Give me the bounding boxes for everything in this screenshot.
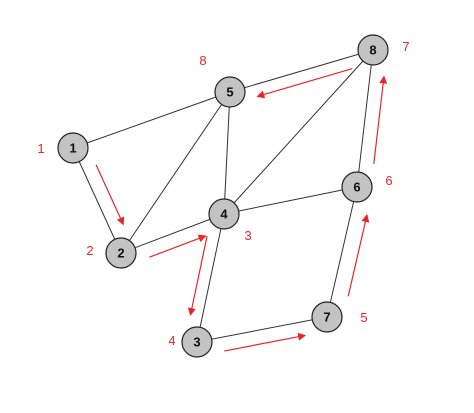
node-label-1: 1: [69, 141, 76, 156]
order-label-node-2: 2: [86, 243, 93, 258]
node-circle-6: [341, 171, 373, 203]
edge-6-8: [356, 49, 374, 188]
edge-4-8: [223, 49, 374, 215]
traversal-arrow-1-2: [95, 164, 125, 226]
edge-3-7: [196, 316, 328, 343]
traversal-arrow-3-7: [224, 332, 307, 352]
node-4: 4: [208, 198, 240, 230]
edge-1-5: [72, 91, 231, 149]
edge-2-4: [120, 213, 225, 254]
node-3: 3: [181, 326, 213, 358]
node-circle-8: [357, 34, 389, 66]
order-labels-layer: 1 2 3 4 5 6 7 8: [37, 39, 409, 348]
order-label-node-6: 6: [385, 173, 392, 188]
node-circle-5: [214, 76, 246, 108]
node-5: 5: [214, 76, 246, 108]
order-label-node-7: 5: [360, 310, 367, 325]
edge-7-6: [326, 186, 358, 318]
node-label-2: 2: [117, 246, 124, 261]
node-label-5: 5: [226, 85, 233, 100]
edge-4-3: [196, 213, 225, 343]
node-label-7: 7: [323, 310, 330, 325]
traversal-arrow-2-4: [149, 234, 207, 258]
traversal-arrow-6-8: [373, 75, 388, 164]
order-label-node-8: 7: [402, 39, 409, 54]
traversal-arrow-8-5: [256, 67, 353, 99]
edge-5-8: [229, 49, 374, 93]
node-8: 8: [357, 34, 389, 66]
node-circle-4: [208, 198, 240, 230]
edge-2-5: [120, 91, 231, 254]
node-7: 7: [311, 301, 343, 333]
node-2: 2: [105, 237, 137, 269]
order-label-node-4: 3: [244, 228, 251, 243]
nodes-layer: 1 2 3 4 5 6 7 8: [57, 34, 389, 358]
edge-1-2: [72, 147, 122, 254]
node-label-3: 3: [193, 335, 200, 350]
order-label-node-1: 1: [37, 141, 44, 156]
traversal-arrow-4-3: [187, 235, 208, 317]
node-6: 6: [341, 171, 373, 203]
traversal-arrow-7-6: [347, 213, 370, 297]
node-circle-1: [57, 132, 89, 164]
edge-4-5: [223, 91, 231, 215]
node-circle-3: [181, 326, 213, 358]
node-circle-2: [105, 237, 137, 269]
node-label-6: 6: [353, 180, 360, 195]
order-label-node-3: 4: [168, 333, 175, 348]
order-label-node-5: 8: [199, 53, 206, 68]
node-label-4: 4: [220, 207, 228, 222]
node-label-8: 8: [369, 43, 376, 58]
edges-layer: [72, 49, 374, 343]
arrows-layer: [95, 67, 388, 352]
node-circle-7: [311, 301, 343, 333]
edge-4-6: [223, 186, 358, 215]
node-1: 1: [57, 132, 89, 164]
